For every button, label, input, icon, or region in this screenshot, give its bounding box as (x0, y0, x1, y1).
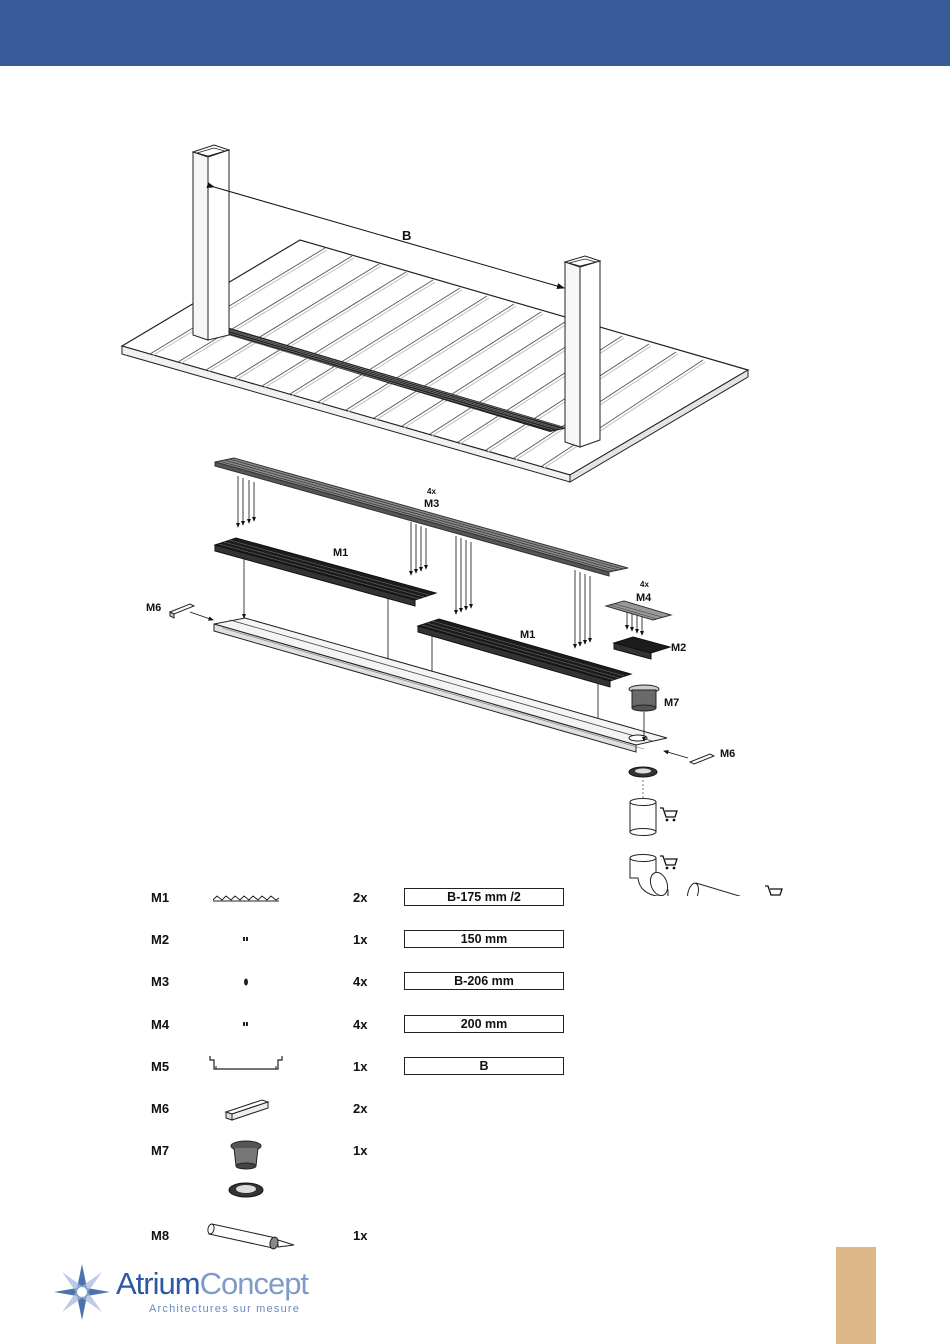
m7-drain-outlet (629, 685, 659, 711)
m4-count-label: 4x (640, 580, 649, 589)
part-dimension: 200 mm (404, 1015, 564, 1033)
left-post (193, 145, 229, 340)
part-qty: 1x (353, 932, 367, 947)
part-code: M5 (151, 1059, 169, 1074)
m1-grate-left (215, 538, 436, 606)
part-code: M8 (151, 1228, 169, 1243)
long-pipe (686, 882, 833, 896)
assembly-diagram: B 4x M3 M1 (0, 66, 950, 896)
m6-left-label: M6 (146, 602, 161, 614)
part-qty: 1x (353, 1228, 367, 1243)
small-dot-icon (242, 936, 250, 944)
part-code: M6 (151, 1101, 169, 1116)
m1-left-label: M1 (333, 547, 348, 559)
m6-end-cap-left (170, 604, 194, 618)
page-tab (836, 1247, 876, 1344)
part-qty: 4x (353, 1017, 367, 1032)
m4-label: M4 (636, 592, 652, 604)
shopping-cart-icon (765, 886, 782, 896)
sealant-cartridge-icon (206, 1216, 296, 1252)
m1-right-label: M1 (520, 629, 535, 641)
pipe-section (630, 799, 656, 836)
dot-icon (242, 977, 250, 987)
part-code: M3 (151, 974, 169, 989)
m6-end-cap-right (690, 754, 714, 764)
shopping-cart-icon (660, 856, 677, 869)
small-dot-icon (242, 1021, 250, 1029)
part-dimension: B (404, 1057, 564, 1075)
shopping-cart-icon (660, 808, 677, 821)
part-qty: 1x (353, 1143, 367, 1158)
logo-name-a: Atrium (116, 1266, 200, 1301)
m7-locking-ring (629, 767, 657, 777)
part-qty: 2x (353, 1101, 367, 1116)
part-code: M4 (151, 1017, 169, 1032)
part-code: M2 (151, 932, 169, 947)
m6-right-label: M6 (720, 748, 735, 760)
m2-label: M2 (671, 642, 686, 654)
m3-count-label: 4x (427, 487, 436, 496)
dimension-label: B (402, 228, 411, 243)
channel-profile-icon (208, 1054, 286, 1074)
right-post (565, 256, 600, 447)
atrium-concept-logo: AtriumConcept Architectures sur mesure (52, 1258, 322, 1338)
part-qty: 1x (353, 1059, 367, 1074)
logo-wordmark: AtriumConcept (116, 1266, 308, 1302)
star-logo-icon (52, 1262, 112, 1322)
m7-label: M7 (664, 697, 679, 709)
drain-outlet-icon (222, 1136, 270, 1204)
part-dimension: B-206 mm (404, 972, 564, 990)
m2-grate (614, 637, 670, 659)
logo-tagline: Architectures sur mesure (149, 1303, 300, 1315)
m3-label: M3 (424, 498, 439, 510)
part-dimension: 150 mm (404, 930, 564, 948)
logo-name-b: Concept (200, 1266, 308, 1301)
header-bar (0, 0, 950, 66)
part-code: M7 (151, 1143, 169, 1158)
part-qty: 4x (353, 974, 367, 989)
end-cap-icon (222, 1094, 272, 1122)
